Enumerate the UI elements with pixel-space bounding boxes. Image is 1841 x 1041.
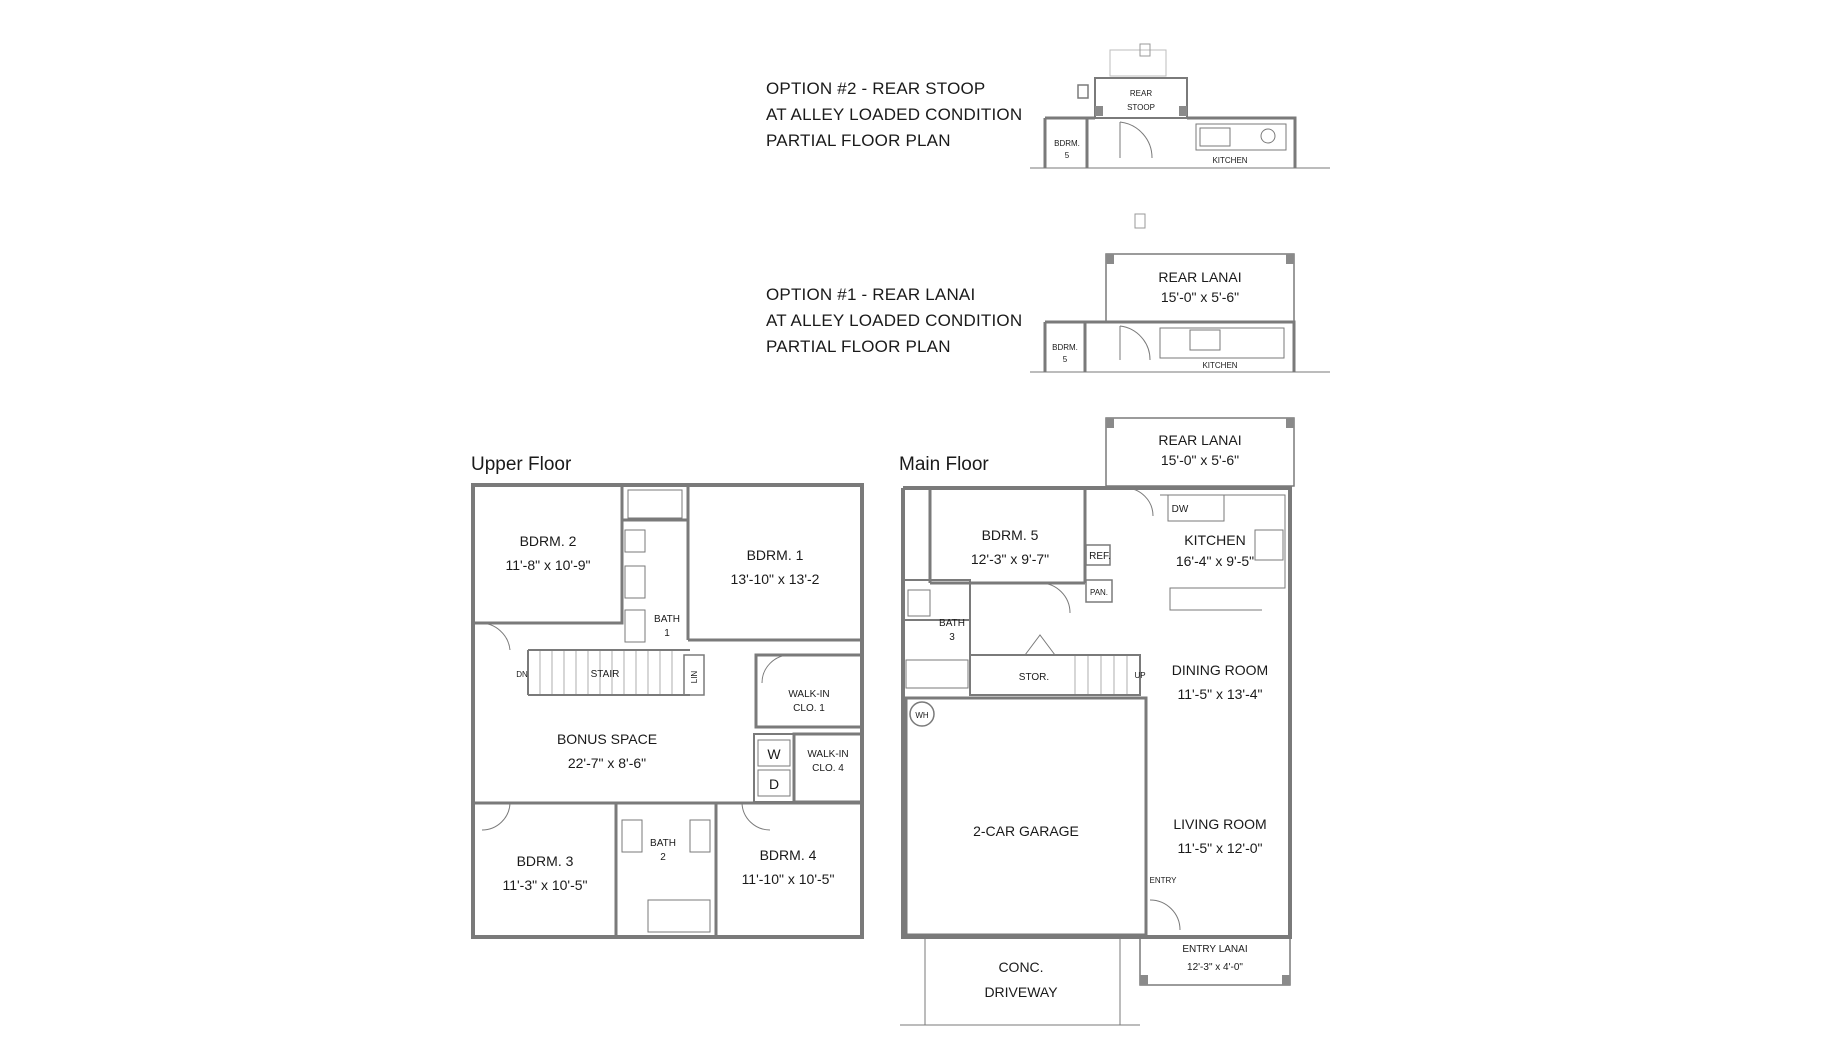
- option1-line-3: PARTIAL FLOOR PLAN: [766, 337, 951, 356]
- upper-bath1-label-2: 1: [664, 628, 670, 639]
- upper-bdrm2-dim: 11'-8" x 10'-9": [505, 557, 590, 573]
- main-driveway-label-2: DRIVEWAY: [984, 984, 1058, 1000]
- option2-bdrm-label-2: 5: [1065, 151, 1070, 160]
- main-entry-label: ENTRY: [1150, 876, 1178, 885]
- option2-title: OPTION #2 - REAR STOOP AT ALLEY LOADED C…: [766, 76, 1022, 154]
- main-lanai-dim: 15'-0" x 5'-6": [1161, 452, 1239, 468]
- option1-bdrm-label-1: BDRM.: [1052, 343, 1078, 352]
- upper-floor-plan: [471, 483, 864, 939]
- option2-line-2: AT ALLEY LOADED CONDITION: [766, 105, 1023, 124]
- main-floor-plan: [900, 417, 1295, 1026]
- main-garage-label: 2-CAR GARAGE: [973, 823, 1079, 839]
- main-dw-label: DW: [1172, 504, 1189, 515]
- upper-bonus-dim: 22'-7" x 8'-6": [568, 755, 646, 771]
- upper-lin-label: LIN: [690, 671, 699, 684]
- upper-bdrm4-dim: 11'-10" x 10'-5": [742, 871, 835, 887]
- upper-bdrm4-label: BDRM. 4: [760, 847, 817, 863]
- option1-kitchen-label: KITCHEN: [1202, 361, 1237, 370]
- option1-lanai-label: REAR LANAI: [1158, 269, 1241, 285]
- main-kitchen-label: KITCHEN: [1184, 532, 1245, 548]
- upper-bdrm3-dim: 11'-3" x 10'-5": [502, 877, 587, 893]
- option2-kitchen-label: KITCHEN: [1212, 156, 1247, 165]
- main-bdrm5-label: BDRM. 5: [982, 527, 1039, 543]
- option2-line-3: PARTIAL FLOOR PLAN: [766, 131, 951, 150]
- option2-stoop-label-2: STOOP: [1127, 103, 1155, 112]
- upper-bdrm2-label: BDRM. 2: [520, 533, 577, 549]
- main-living-label: LIVING ROOM: [1173, 816, 1266, 832]
- upper-bath2-label-1: BATH: [650, 838, 676, 849]
- upper-dn-label: DN: [516, 670, 528, 679]
- upper-floor-title: Upper Floor: [471, 454, 572, 475]
- upper-stair-label: STAIR: [591, 669, 620, 680]
- upper-walkin1-label-1: WALK-IN: [788, 689, 829, 700]
- main-living-dim: 11'-5" x 12'-0": [1177, 840, 1262, 856]
- main-ref-label: REF.: [1089, 551, 1111, 562]
- option2-stoop-label-1: REAR: [1130, 89, 1152, 98]
- main-bath3-label-1: BATH: [939, 618, 965, 629]
- option2-bdrm-label-1: BDRM.: [1054, 139, 1080, 148]
- option2-partial-plan: [1030, 43, 1330, 169]
- upper-walkin4-label-1: WALK-IN: [807, 749, 848, 760]
- option1-lanai-dim: 15'-0" x 5'-6": [1161, 289, 1239, 305]
- upper-dryer-label: D: [769, 776, 779, 792]
- main-kitchen-dim: 16'-4" x 9'-5": [1176, 553, 1254, 569]
- main-stor-label: STOR.: [1019, 672, 1049, 683]
- option1-title: OPTION #1 - REAR LANAI AT ALLEY LOADED C…: [766, 282, 1022, 360]
- main-entry-lanai-dim: 12'-3" x 4'-0": [1187, 962, 1243, 973]
- upper-bonus-label: BONUS SPACE: [557, 731, 657, 747]
- option2-line-1: OPTION #2 - REAR STOOP: [766, 79, 986, 98]
- main-entry-lanai-label: ENTRY LANAI: [1182, 944, 1247, 955]
- option1-bdrm-label-2: 5: [1063, 355, 1068, 364]
- main-bdrm5-dim: 12'-3" x 9'-7": [971, 551, 1049, 567]
- upper-washer-label: W: [767, 746, 781, 762]
- upper-bdrm1-label: BDRM. 1: [747, 547, 804, 563]
- main-bath3-label-2: 3: [949, 632, 955, 643]
- main-pan-label: PAN.: [1090, 588, 1108, 597]
- option1-line-2: AT ALLEY LOADED CONDITION: [766, 311, 1023, 330]
- main-up-label: UP: [1134, 671, 1145, 680]
- main-driveway-label-1: CONC.: [998, 959, 1043, 975]
- upper-bdrm1-dim: 13'-10" x 13'-2: [731, 571, 820, 587]
- main-lanai-label: REAR LANAI: [1158, 432, 1241, 448]
- upper-walkin4-label-2: CLO. 4: [812, 763, 844, 774]
- main-dining-dim: 11'-5" x 13'-4": [1177, 686, 1262, 702]
- upper-bdrm3-label: BDRM. 3: [517, 853, 574, 869]
- option1-partial-plan: [1030, 213, 1330, 373]
- main-wh-label: WH: [915, 711, 929, 720]
- upper-bath1-label-1: BATH: [654, 614, 680, 625]
- upper-bath2-label-2: 2: [660, 852, 666, 863]
- main-floor-title: Main Floor: [899, 454, 989, 475]
- option1-line-1: OPTION #1 - REAR LANAI: [766, 285, 976, 304]
- main-dining-label: DINING ROOM: [1172, 662, 1268, 678]
- upper-walkin1-label-2: CLO. 1: [793, 703, 825, 714]
